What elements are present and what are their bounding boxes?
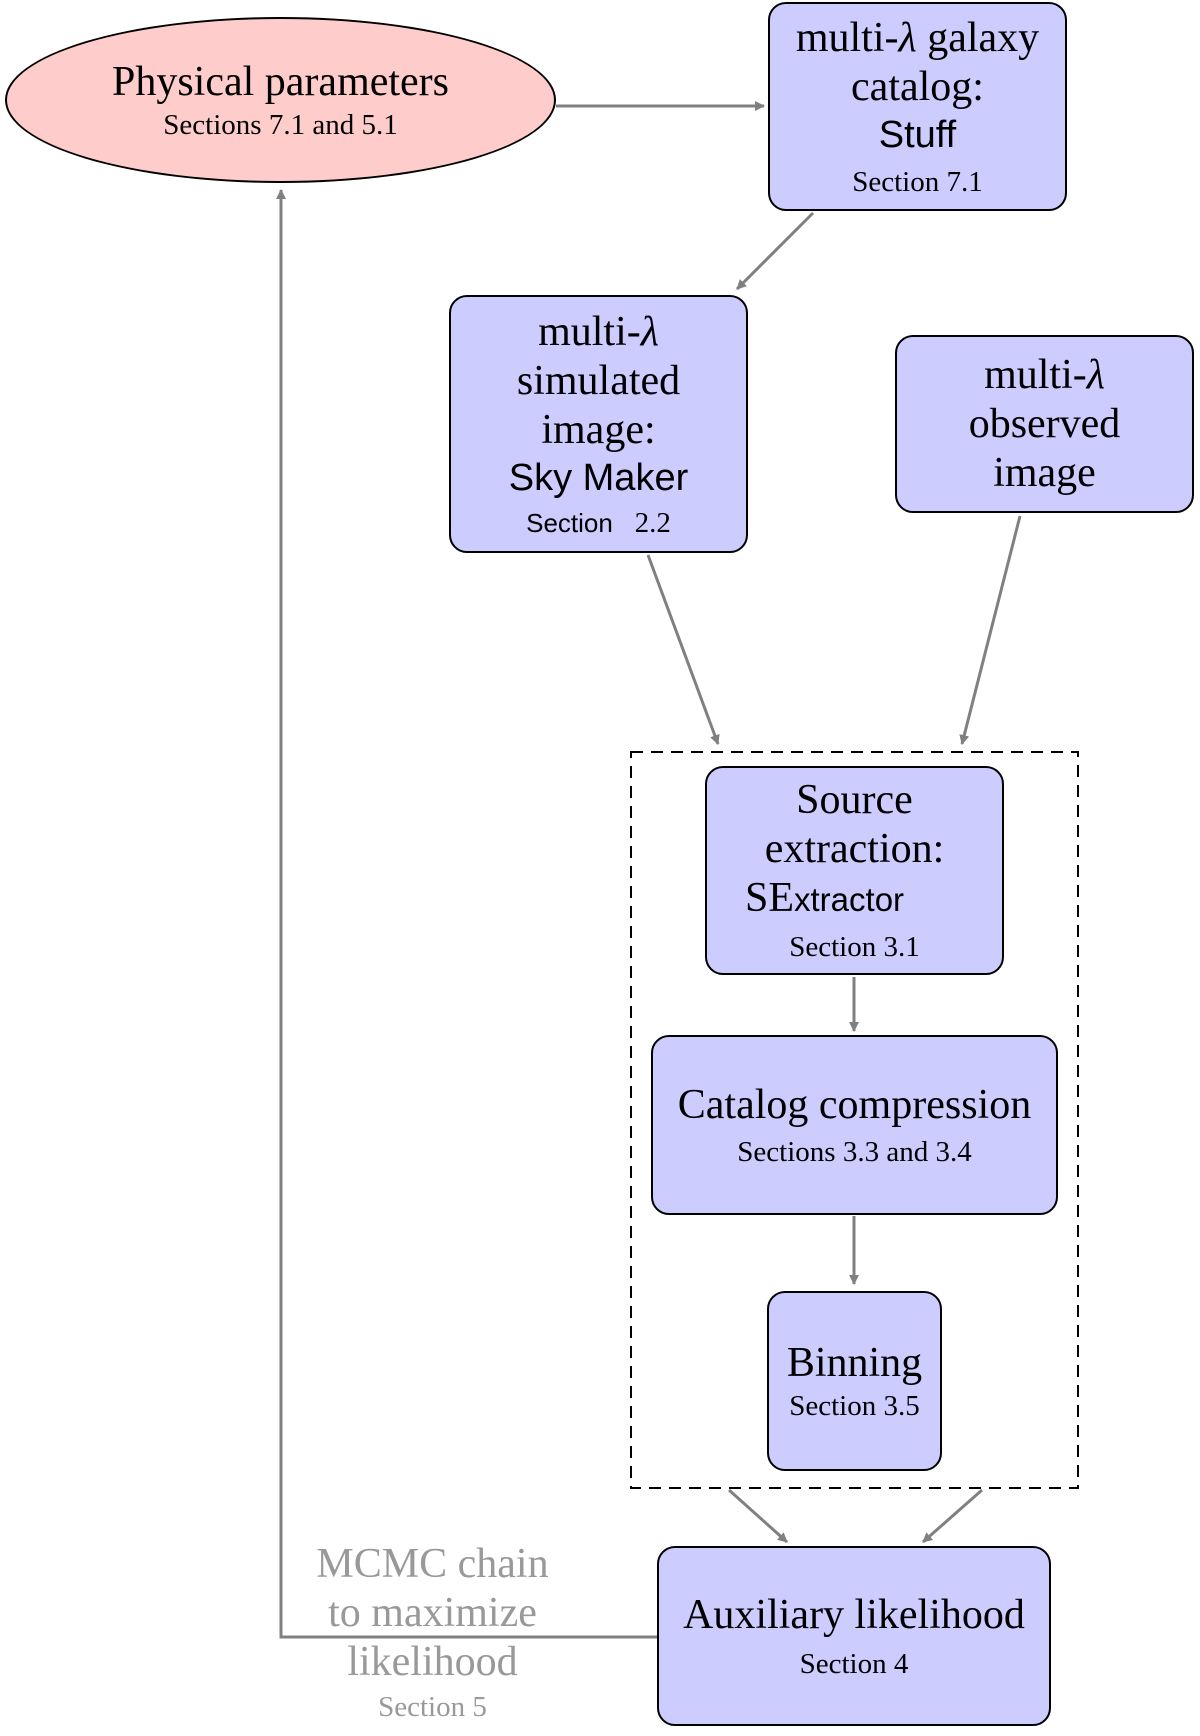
galaxy-catalog-suffix: galaxy: [916, 14, 1040, 61]
physical-parameters-title: Physical parameters: [111, 58, 450, 105]
mcmc-feedback-label: MCMC chain to maximize likelihood Sectio…: [285, 1540, 580, 1724]
mcmc-label-line2: to maximize: [328, 1590, 537, 1636]
observed-image-line3: image: [993, 449, 1096, 496]
source-extraction-tool-suffix: xtractor: [794, 881, 905, 918]
binning-title: Binning: [786, 1339, 923, 1386]
physical-parameters-node: Physical parameters Sections 7.1 and 5.1: [5, 17, 556, 183]
arrow-group-to-likelihood-left: [727, 1488, 789, 1544]
binning-section: Section 3.5: [789, 1389, 920, 1422]
mcmc-label-section: Section 5: [378, 1691, 487, 1723]
source-extraction-section: Section 3.1: [789, 931, 920, 963]
lambda-symbol: λ: [898, 14, 917, 61]
lambda-symbol: λ: [1086, 351, 1105, 398]
simulated-image-prefix: multi-: [538, 308, 641, 355]
simulated-image-section-number: 2.2: [634, 506, 671, 539]
observed-image-line2: observed: [968, 400, 1121, 447]
source-extraction-tool-prefix: SE: [745, 875, 795, 921]
source-extraction-line1: Source: [796, 777, 913, 823]
source-extraction-node: Source extraction: SExtractor Section 3.…: [705, 766, 1004, 975]
mcmc-label-line1: MCMC chain: [316, 1541, 549, 1587]
simulated-image-section: Section 2.2: [526, 505, 671, 541]
arrow-catalog-to-simulated: [735, 211, 815, 291]
lambda-symbol: λ: [640, 308, 659, 355]
observed-image-prefix: multi-: [984, 351, 1087, 398]
observed-image-line1: multi-λ: [984, 351, 1105, 400]
simulated-image-section-label: Section: [526, 507, 613, 538]
arrow-likelihood-to-parameters: [276, 189, 657, 1639]
arrow-simulated-to-extraction: [646, 554, 720, 745]
binning-node: Binning Section 3.5: [767, 1291, 942, 1471]
galaxy-catalog-prefix: multi-: [795, 14, 899, 61]
catalog-compression-node: Catalog compression Sections 3.3 and 3.4: [651, 1035, 1058, 1215]
galaxy-catalog-node: multi-λ galaxy catalog: Stuff Section 7.…: [768, 2, 1067, 211]
arrow-group-to-likelihood-right: [922, 1488, 983, 1544]
galaxy-catalog-line2: catalog:: [851, 63, 984, 110]
mcmc-label-line3: likelihood: [347, 1639, 518, 1685]
catalog-compression-title: Catalog compression: [677, 1081, 1032, 1128]
simulated-image-line3: image:: [541, 406, 656, 453]
galaxy-catalog-line1: multi-λ galaxy: [796, 14, 1039, 63]
physical-parameters-section: Sections 7.1 and 5.1: [163, 108, 398, 141]
processing-group-box: [630, 751, 1079, 1489]
observed-image-node: multi-λ observed image: [895, 335, 1194, 513]
source-extraction-line2: extraction:: [764, 826, 945, 872]
simulated-image-line1: multi-λ: [538, 308, 659, 357]
source-extraction-tool: SExtractor: [745, 874, 904, 923]
galaxy-catalog-tool: Stuff: [878, 113, 957, 156]
auxiliary-likelihood-node: Auxiliary likelihood Section 4: [657, 1546, 1051, 1726]
simulated-image-node: multi-λ simulated image: Sky Maker Secti…: [449, 295, 748, 553]
arrow-observed-to-extraction: [959, 515, 1022, 745]
simulated-image-line2: simulated: [516, 357, 681, 404]
auxiliary-likelihood-section: Section 4: [799, 1647, 909, 1680]
auxiliary-likelihood-title: Auxiliary likelihood: [683, 1591, 1025, 1638]
simulated-image-tool: Sky Maker: [508, 456, 689, 499]
galaxy-catalog-section: Section 7.1: [852, 165, 983, 198]
catalog-compression-section: Sections 3.3 and 3.4: [737, 1135, 972, 1168]
